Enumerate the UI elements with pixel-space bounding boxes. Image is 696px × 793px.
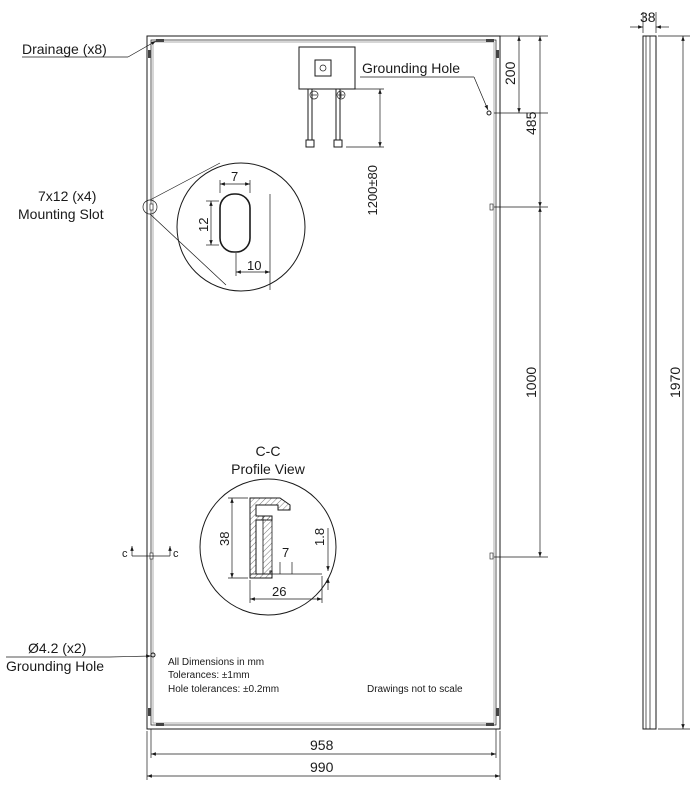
profile-lip-text: 7 bbox=[282, 545, 289, 560]
ground-dia-label: Ø4.2 (x2) bbox=[28, 640, 86, 656]
notes: All Dimensions in mm Tolerances: ±1mm Ho… bbox=[168, 657, 463, 695]
slot-offset-text: 10 bbox=[247, 258, 261, 273]
junction-box bbox=[298, 46, 356, 100]
section-title: C-C bbox=[256, 443, 281, 459]
grounding-hole-bottom-label: Grounding Hole bbox=[6, 658, 104, 674]
right-dimensions: 200 485 1000 bbox=[494, 35, 548, 558]
dim-990: 990 bbox=[310, 759, 334, 775]
grounding-hole-top-label: Grounding Hole bbox=[362, 60, 460, 76]
dim-1000: 1000 bbox=[523, 367, 539, 398]
cable-length-dimension: 1200±80 bbox=[346, 88, 384, 216]
section-markers: c c bbox=[122, 546, 179, 560]
note-dims: All Dimensions in mm bbox=[168, 657, 264, 668]
profile-detail: C-C Profile View 38 1.8 7 26 bbox=[199, 443, 337, 616]
side-view: 38 1970 bbox=[630, 9, 690, 730]
profile-view-title: Profile View bbox=[231, 461, 306, 477]
drainage-holes bbox=[148, 39, 499, 726]
slot-width-text: 7 bbox=[231, 169, 238, 184]
note-hole-tolerance: Hole tolerances: ±0.2mm bbox=[168, 684, 279, 695]
note-tolerance: Tolerances: ±1mm bbox=[168, 670, 250, 681]
bottom-dimensions: 958 990 bbox=[146, 729, 501, 780]
note-scale: Drawings not to scale bbox=[367, 684, 463, 695]
side-thickness-text: 38 bbox=[640, 9, 656, 25]
dim-1970: 1970 bbox=[667, 367, 683, 398]
grounding-hole-bottom bbox=[150, 652, 156, 658]
drainage-label: Drainage (x8) bbox=[22, 41, 107, 57]
slot-detail: 7 12 10 bbox=[142, 162, 306, 292]
profile-thickness-text: 1.8 bbox=[312, 528, 327, 546]
dim-958: 958 bbox=[310, 737, 334, 753]
profile-height-text: 38 bbox=[217, 532, 232, 546]
profile-width-text: 26 bbox=[272, 584, 286, 599]
dim-200: 200 bbox=[502, 61, 518, 85]
cables bbox=[305, 89, 343, 148]
dim-485: 485 bbox=[523, 111, 539, 135]
slot-size-label: 7x12 (x4) bbox=[38, 188, 96, 204]
slot-height-text: 12 bbox=[196, 218, 211, 232]
section-marker-left: c bbox=[122, 548, 128, 560]
cable-length-text: 1200±80 bbox=[365, 165, 380, 216]
section-marker-right: c bbox=[173, 548, 179, 560]
mounting-slot-label: Mounting Slot bbox=[18, 206, 104, 222]
grounding-hole-top bbox=[486, 110, 492, 116]
module-frame bbox=[146, 35, 501, 730]
